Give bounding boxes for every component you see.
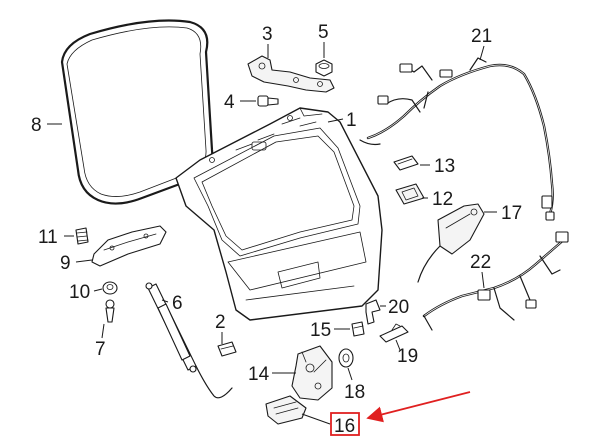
leader-lines (47, 42, 497, 381)
release-switch (379, 323, 409, 343)
ball-stud (105, 299, 115, 323)
trim-clip (75, 227, 89, 245)
callout-17: 17 (501, 203, 522, 224)
callout-labels: 1 2 3 4 5 6 7 8 9 10 11 12 13 14 15 17 1… (31, 22, 522, 403)
grommet (102, 281, 118, 295)
highlight-arrow (366, 391, 471, 423)
callout-10: 10 (69, 282, 90, 303)
callout-20: 20 (388, 297, 409, 318)
callout-4: 4 (224, 92, 235, 113)
callout-15: 15 (310, 320, 331, 341)
callout-2: 2 (215, 312, 226, 333)
handle-trim-assembly (91, 225, 167, 267)
liftgate-shell (175, 107, 383, 321)
callout-11: 11 (38, 227, 58, 248)
rubber-bumper (217, 341, 237, 357)
latch-cover (265, 395, 307, 425)
highlighted-callout: 16 (301, 391, 471, 437)
callout-16: 16 (334, 416, 355, 437)
callout-6: 6 (172, 293, 183, 314)
callout-19: 19 (397, 346, 418, 367)
callout-5: 5 (318, 22, 329, 43)
callout-12: 12 (432, 189, 453, 210)
callout-7: 7 (95, 339, 106, 360)
hinge-bolt (257, 95, 279, 107)
release-cable (195, 365, 233, 399)
callout-1: 1 (346, 110, 357, 131)
liftgate-latch (291, 345, 333, 401)
hinge-nut (315, 59, 333, 77)
callout-3: 3 (262, 24, 273, 45)
callout-22: 22 (470, 252, 491, 273)
lower-wiring-harness (422, 231, 569, 331)
weatherstrip-seal (60, 19, 214, 205)
gas-strut (145, 282, 197, 373)
striker (338, 348, 354, 368)
callout-21: 21 (471, 26, 492, 47)
camera-housing (395, 183, 425, 205)
callout-13: 13 (434, 156, 455, 177)
retainer-clip (365, 299, 381, 325)
callout-8: 8 (31, 115, 42, 136)
callout-14: 14 (248, 364, 270, 385)
upper-wiring-harness (359, 57, 555, 221)
latch-bolt (351, 321, 365, 337)
callout-18: 18 (344, 382, 365, 403)
callout-9: 9 (60, 253, 71, 274)
license-lamp (393, 155, 419, 171)
highlight-box (330, 412, 360, 436)
power-actuator (417, 203, 485, 283)
liftgate-hinge (247, 55, 335, 93)
